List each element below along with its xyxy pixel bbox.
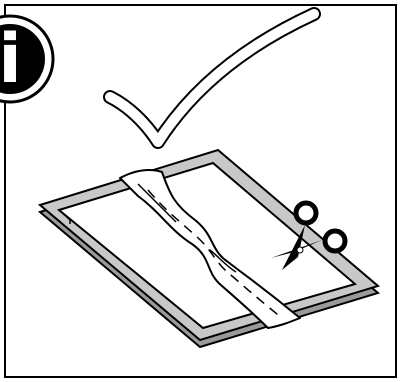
info-icon: i <box>0 20 22 99</box>
